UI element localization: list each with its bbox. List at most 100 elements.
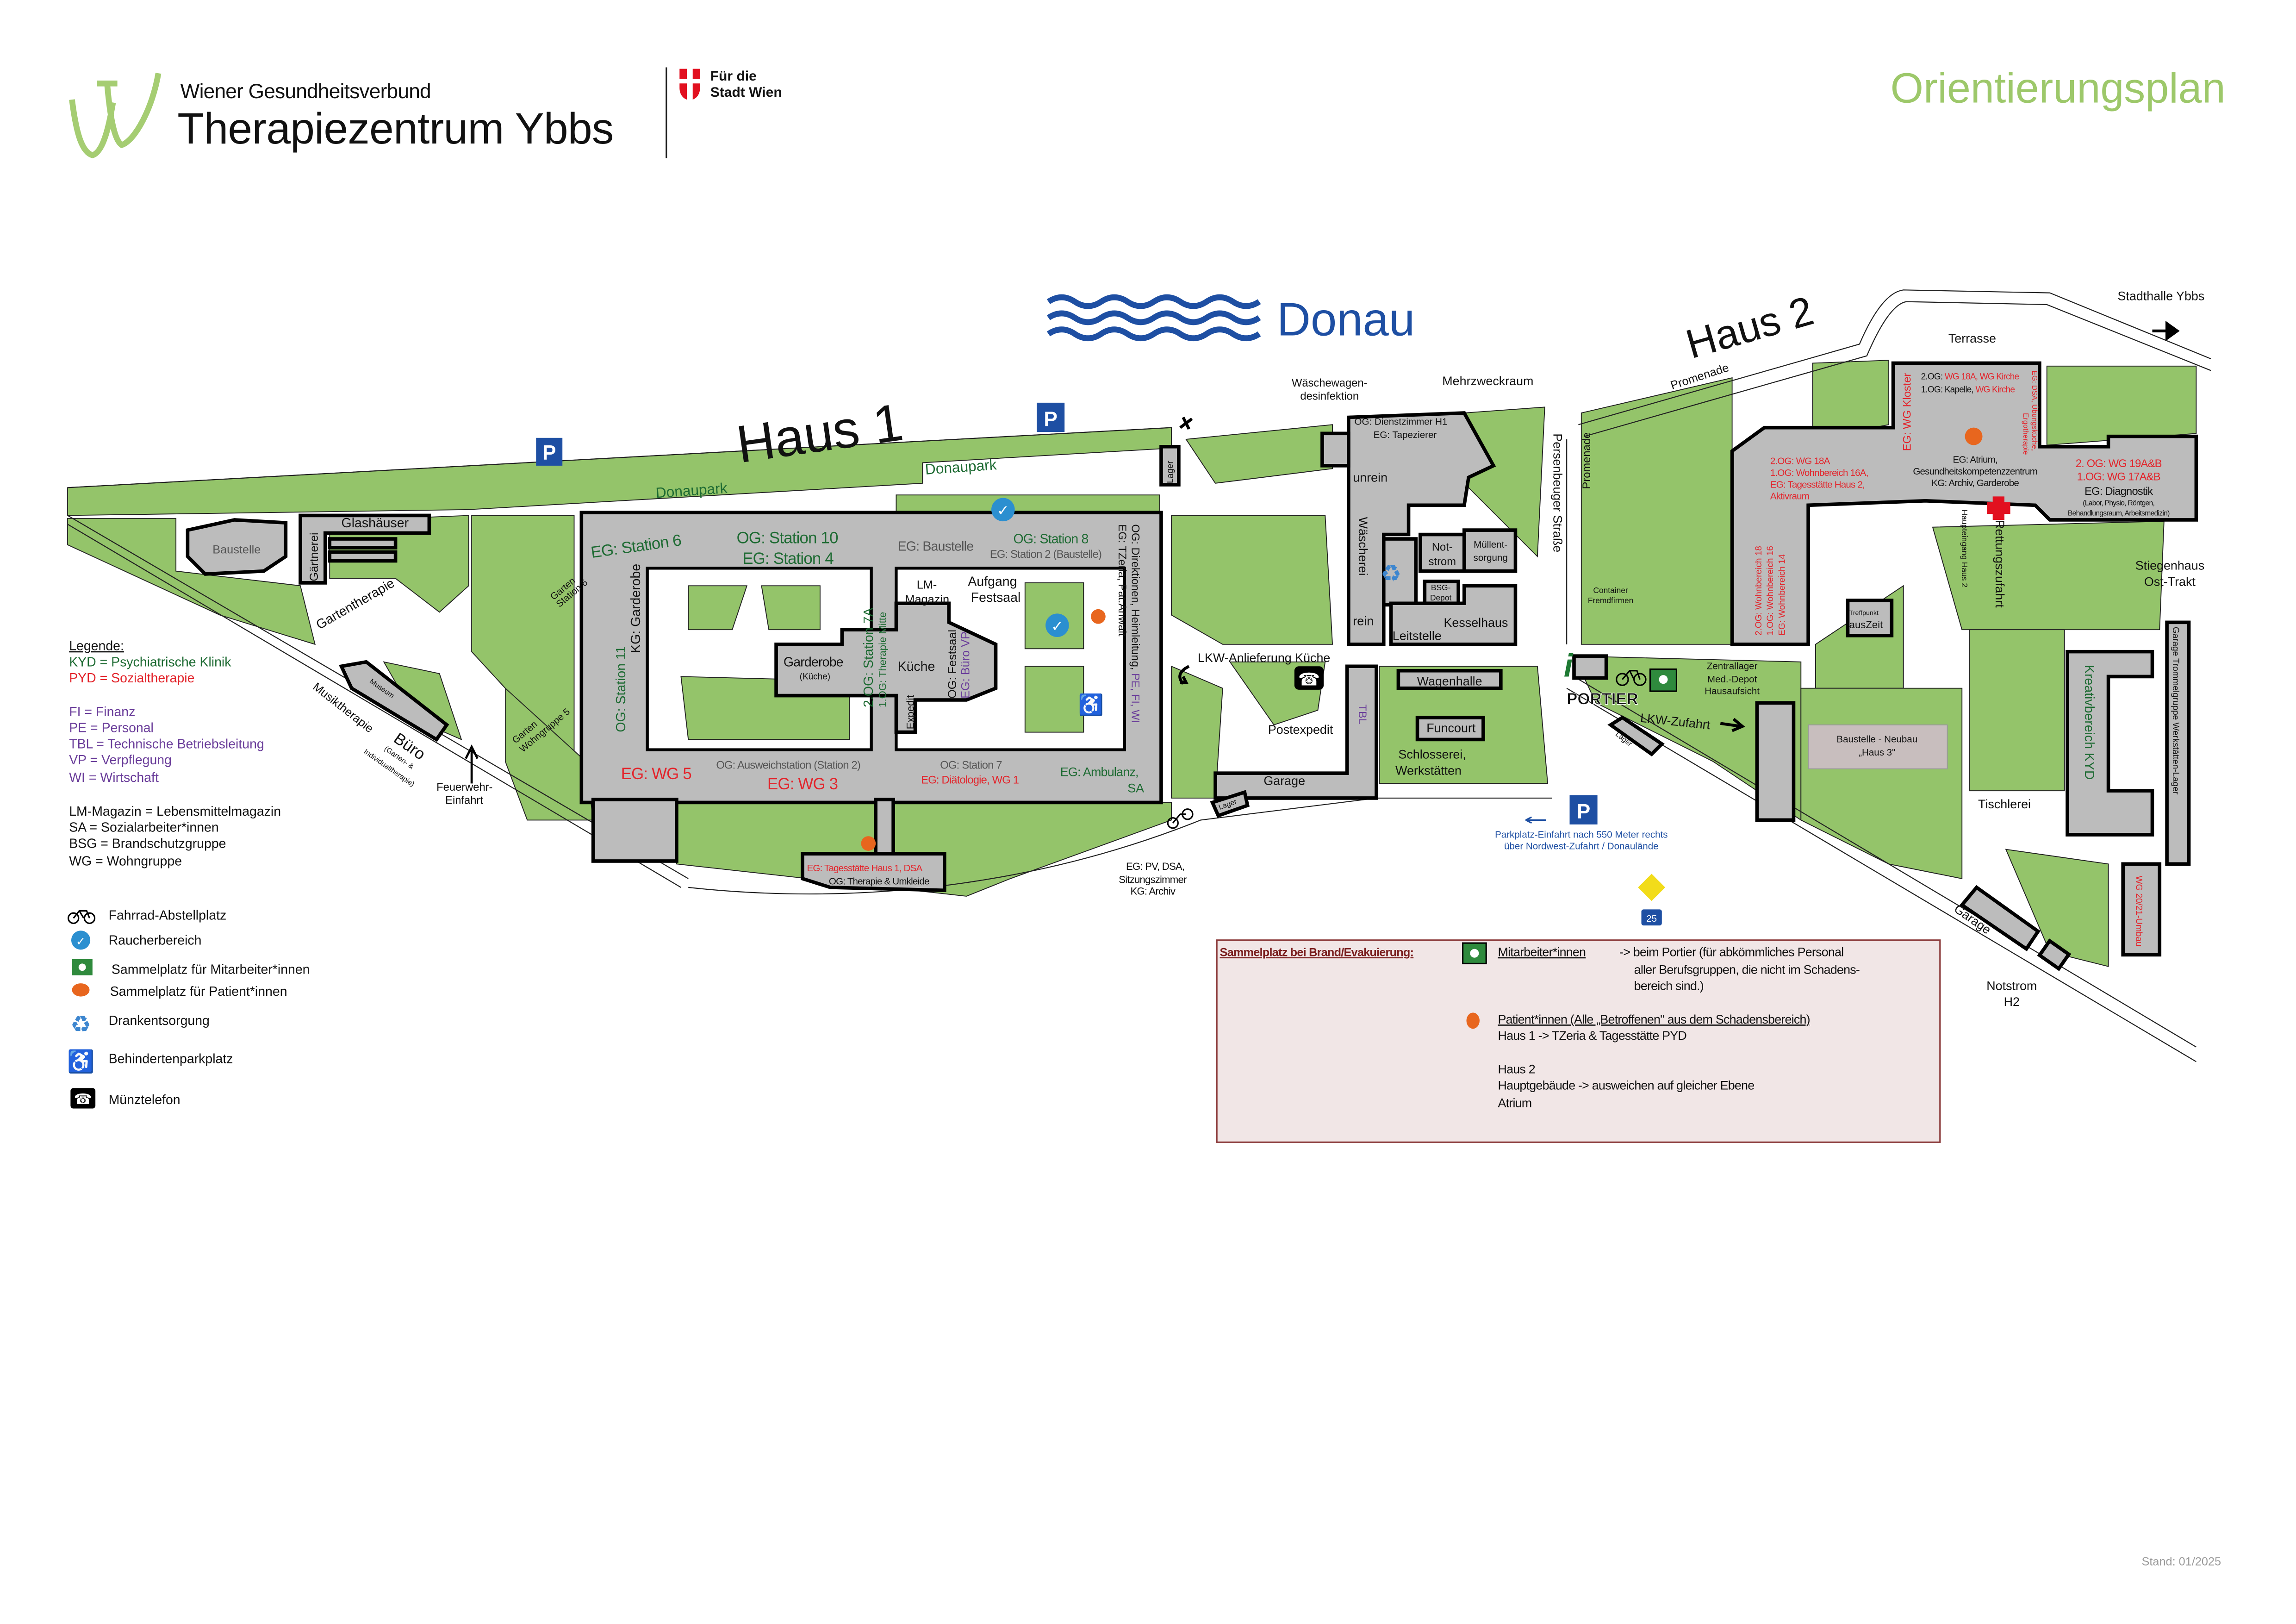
label-zentrallager-1: Zentrallager xyxy=(1707,661,1758,672)
label-e-og2: 2. OG: WG 19A&B xyxy=(2076,458,2162,470)
label-stadthalle: Stadthalle Ybbs xyxy=(2118,289,2205,303)
glashaus-1 xyxy=(328,537,398,550)
red-cross-icon xyxy=(1987,496,2010,520)
evac-patient-label: Patient*innen (Alle „Betroffenen" aus de… xyxy=(1498,1012,1810,1026)
label-tischlerei: Tischlerei xyxy=(1978,797,2031,811)
staff-assembly-icon xyxy=(72,959,93,975)
legend-icon-label: Fahrrad-Abstellplatz xyxy=(109,908,227,923)
label-e-sub1: (Labor, Physio, Röntgen, xyxy=(2083,499,2154,507)
garage-east-building xyxy=(1959,885,2041,952)
label-eg-pv-2: Sitzungszimmer xyxy=(1119,874,1187,885)
label-bsg-1: BSG- xyxy=(1431,583,1451,592)
wg2021-building xyxy=(2121,862,2162,957)
haus1-connector xyxy=(874,798,895,857)
lager-building xyxy=(1159,444,1181,487)
org-name: Wiener Gesundheitsverbund xyxy=(180,80,431,103)
label-eg-buero-vp: EG: Büro VP xyxy=(959,631,972,699)
label-road-number: 25 xyxy=(1646,913,1657,924)
label-muell-1: Müllent- xyxy=(1474,539,1507,550)
svg-text:P: P xyxy=(542,442,556,464)
legend-icon-label: Münztelefon xyxy=(109,1093,180,1107)
label-gaertnerei: Gärtnerei xyxy=(308,532,321,581)
label-feuerwehr-2: Einfahrt xyxy=(445,795,483,807)
legend-wg: WG = Wohngruppe xyxy=(69,854,182,868)
road-number-badge xyxy=(1641,909,1662,926)
garage-tbl-building xyxy=(1213,664,1378,800)
label-unrein: unrein xyxy=(1353,471,1388,485)
label-admin-codes: PE, FI, WI xyxy=(1129,673,1141,723)
tischlerei-lawn xyxy=(1969,629,2065,792)
evac-staff-text-2: aller Berufsgruppen, die nicht im Schade… xyxy=(1634,963,1860,977)
evac-staff-label: Mitarbeiter*innen xyxy=(1498,945,1586,959)
label-eg-pv-1: EG: PV, DSA, xyxy=(1126,861,1184,872)
wien-line1: Für die xyxy=(710,69,757,84)
legend-lm: LM-Magazin = Lebensmittelmagazin xyxy=(69,804,281,819)
river-waves-icon xyxy=(1046,294,1261,341)
label-container-1: Container xyxy=(1593,586,1628,595)
label-atrium-1: EG: Atrium, xyxy=(1953,455,1997,465)
label-og-direktionen-text: OG: Direktionen, Heimleitung, xyxy=(1129,524,1141,673)
west-lawn xyxy=(67,518,316,645)
legend: Legende: KYD = Psychiatrische Klinik PYD… xyxy=(67,638,310,1109)
label-haus2: Haus 2 xyxy=(1681,287,1818,367)
label-eg-station2: EG: Station 2 (Baustelle) xyxy=(990,549,1101,561)
label-zentrallager-3: Hausaufsicht xyxy=(1705,686,1760,696)
donaupark-area xyxy=(67,427,1172,516)
site-title: Therapiezentrum Ybbs xyxy=(177,104,613,153)
stadthalle-arrow-icon xyxy=(2152,320,2180,341)
label-baustelle-west: Baustelle xyxy=(212,543,261,556)
legend-title: Legende: xyxy=(69,638,124,653)
label-auszeit: ausZeit xyxy=(1849,619,1883,631)
label-w-aktiv: Aktivraum xyxy=(1770,491,1809,502)
label-og-station7: OG: Station 7 xyxy=(940,760,1002,772)
roads xyxy=(67,289,2211,1062)
patient-assembly-icon xyxy=(1466,1012,1480,1029)
wien-flag-icon xyxy=(679,69,700,100)
bicycle-icon xyxy=(68,910,96,924)
lager-small-building xyxy=(1210,790,1250,818)
label-aufgang-1: Aufgang xyxy=(968,574,1017,589)
label-schlosserei-2: Werkstätten xyxy=(1395,763,1462,777)
evac-staff-text-3: bereich sind.) xyxy=(1634,979,1704,993)
label-e-og1: 1.OG: WG 17A&B xyxy=(2077,471,2160,483)
wheelchair-icon: ♿ xyxy=(67,1049,94,1074)
label-eg-wg3: EG: WG 3 xyxy=(767,775,838,793)
svg-text:✓: ✓ xyxy=(76,935,86,948)
label-expedit: Expedit xyxy=(904,695,916,729)
label-eg-tzeria: EG: TZeria, Pat.Anwalt xyxy=(1116,524,1128,637)
page-title: Orientierungsplan xyxy=(1891,64,2226,112)
funcourt-building xyxy=(1415,716,1485,742)
label-waeschewagen-2: desinfektion xyxy=(1300,391,1359,403)
label-eg-baustelle: EG: Baustelle xyxy=(898,539,974,554)
label-wagenhalle: Wagenhalle xyxy=(1417,674,1482,688)
legend-pe: PE = Personal xyxy=(69,721,154,736)
phone-icon: ☎ xyxy=(1294,666,1324,690)
east-lawn xyxy=(1171,515,1333,645)
label-og-festsaal: OG: Festsaal xyxy=(946,630,959,699)
bicycle-icon xyxy=(1167,808,1194,829)
wien-line2: Stadt Wien xyxy=(710,85,782,100)
haus2-building xyxy=(1730,361,2198,646)
label-garage-column: Garage Trommelgruppe Werkstätten-Lager xyxy=(2171,627,2180,794)
label-haus3-1: Baustelle - Neubau xyxy=(1836,734,1917,745)
svg-text:P: P xyxy=(1577,800,1591,823)
label-muell-2: sorgung xyxy=(1474,553,1508,563)
lkw-turn-arrow-icon xyxy=(1178,665,1190,685)
garage-column-building xyxy=(2165,620,2191,866)
label-lager-haus1: Lager xyxy=(1165,461,1175,483)
legend-icon-label: Raucherbereich xyxy=(109,933,202,948)
label-eg-pv-3: KG: Archiv xyxy=(1131,886,1176,897)
label-og-therapie-umkleide: OG: Therapie & Umkleide xyxy=(829,876,929,887)
label-notstrom-h2-1: Notstrom xyxy=(1986,979,2037,993)
label-atrium-2: Gesundheitskompetenzzentrum xyxy=(1913,466,2037,477)
label-garage-middle: Garage xyxy=(1263,774,1305,787)
label-eg-kloster: EG: WG Kloster xyxy=(1902,373,1914,451)
south-lawn xyxy=(676,802,1172,897)
kesselhaus-building xyxy=(1389,584,1518,646)
label-aufgang-2: Festsaal xyxy=(971,590,1021,605)
label-h2-og2-a: 2.OG: xyxy=(1921,372,1945,381)
label-wg2021: WG 20/21-Umbau xyxy=(2134,876,2144,947)
kueche-building xyxy=(774,601,998,734)
north-east-lawn xyxy=(1185,424,1333,484)
label-og-station8: OG: Station 8 xyxy=(1013,532,1088,547)
